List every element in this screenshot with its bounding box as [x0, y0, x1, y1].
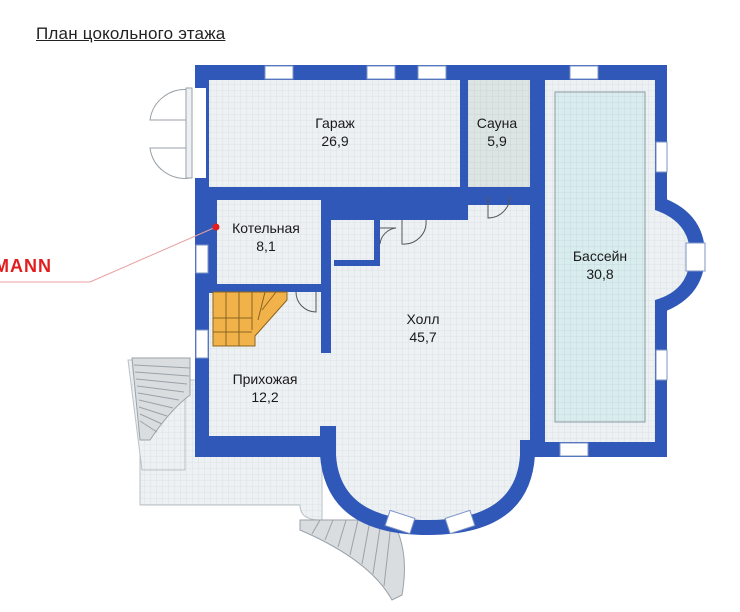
sauna-area: 5,9	[487, 133, 507, 149]
boiler-name: Котельная	[232, 220, 300, 236]
interior-doors	[295, 195, 544, 334]
floors	[209, 80, 690, 520]
garage-doors	[149, 87, 206, 179]
entry-name: Прихожая	[233, 371, 298, 387]
room-labels: Гараж 26,9 Сауна 5,9 Котельная 8,1 Бассе…	[232, 115, 627, 405]
plan-title: План цокольного этажа	[36, 24, 226, 43]
exterior-stair-bottom	[299, 519, 405, 601]
brand-label: MANN	[0, 256, 52, 276]
windows	[195, 65, 706, 535]
exterior-stair-left	[131, 357, 191, 441]
callout-dot	[212, 223, 220, 231]
hall-area: 45,7	[409, 329, 436, 345]
boiler-callout: MANN	[0, 223, 220, 283]
pool-name: Бассейн	[573, 248, 627, 264]
garage-area: 26,9	[321, 133, 348, 149]
garage-name: Гараж	[315, 115, 355, 131]
interior-stair	[212, 291, 288, 347]
pool-area: 30,8	[586, 266, 613, 282]
sauna-name: Сауна	[477, 115, 518, 131]
entry-area: 12,2	[251, 389, 278, 405]
interior-walls	[209, 80, 544, 444]
hall-name: Холл	[407, 311, 440, 327]
boiler-area: 8,1	[256, 238, 276, 254]
